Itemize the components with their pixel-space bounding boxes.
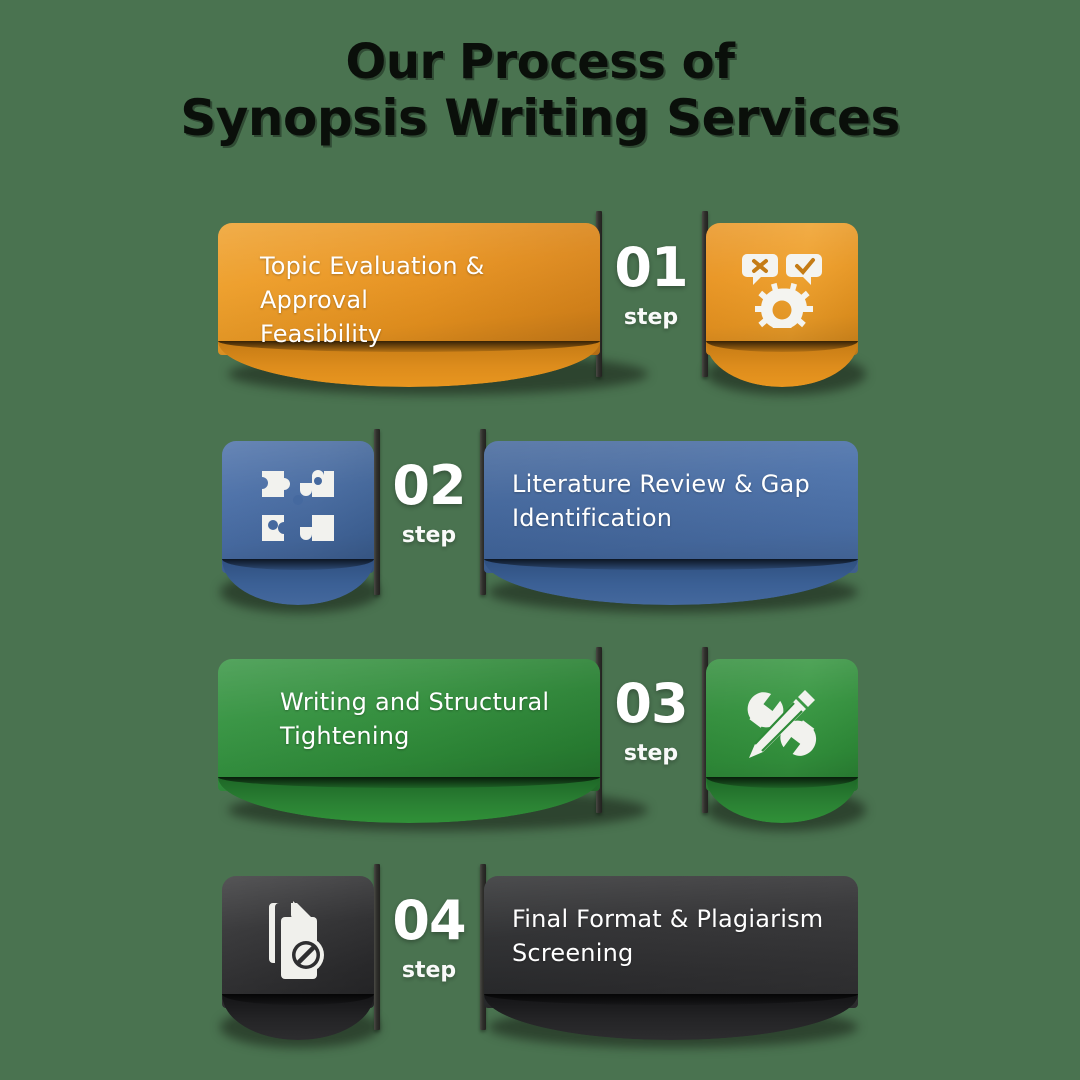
process-step-3: Writing and Structural Tightening 03 ste… [0, 641, 1080, 846]
title-line-1: Our Process of [345, 34, 735, 90]
step-description: Writing and Structural Tightening [280, 685, 580, 753]
step-description-line-2: Feasibility [260, 320, 383, 349]
banner-pole [702, 211, 708, 377]
step-description-line-1: Writing and Structural [280, 688, 550, 716]
page-title: Our Process of Synopsis Writing Services [0, 34, 1080, 147]
step-label: step [623, 305, 679, 330]
banner-pole [480, 864, 486, 1030]
step-number-group: 04 step [379, 894, 479, 982]
banner-pole [374, 429, 380, 595]
step-label: step [623, 741, 679, 766]
step-number: 02 [392, 454, 466, 517]
wrench-pencil-icon [736, 681, 828, 767]
step-description: Final Format & Plagiarism Screening [512, 902, 842, 970]
process-step-4: 04 step Final Format & Plagiarism Screen… [0, 858, 1080, 1063]
banner-pole [702, 647, 708, 813]
document-plagiarism-icon [252, 898, 344, 984]
process-step-2: 02 step Literature Review & Gap Identifi… [0, 423, 1080, 628]
step-description-line-1: Literature Review & Gap [512, 470, 810, 498]
step-description-line-1: Topic Evaluation & Approval [260, 252, 485, 315]
step-label: step [401, 523, 457, 548]
step-description-line-1: Final Format & Plagiarism [512, 905, 824, 933]
step-description-line-2: Tightening [280, 722, 410, 751]
step-number-group: 01 step [601, 241, 701, 329]
gear-feedback-icon [736, 245, 828, 331]
step-label: step [401, 958, 457, 983]
banner-pole [480, 429, 486, 595]
step-number: 01 [614, 236, 688, 299]
step-number-group: 02 step [379, 459, 479, 547]
process-step-1: Topic Evaluation & Approval Feasibility … [0, 205, 1080, 410]
step-number-group: 03 step [601, 677, 701, 765]
banner-pole [374, 864, 380, 1030]
step-description: Literature Review & Gap Identification [512, 467, 832, 535]
step-description-line-2: Identification [512, 504, 673, 533]
step-description-line-2: Screening [512, 939, 634, 968]
step-description: Topic Evaluation & Approval Feasibility [260, 249, 560, 351]
puzzle-pieces-icon [252, 463, 344, 549]
step-number: 04 [392, 889, 466, 952]
title-line-2: Synopsis Writing Services [180, 88, 900, 147]
step-number: 03 [614, 672, 688, 735]
